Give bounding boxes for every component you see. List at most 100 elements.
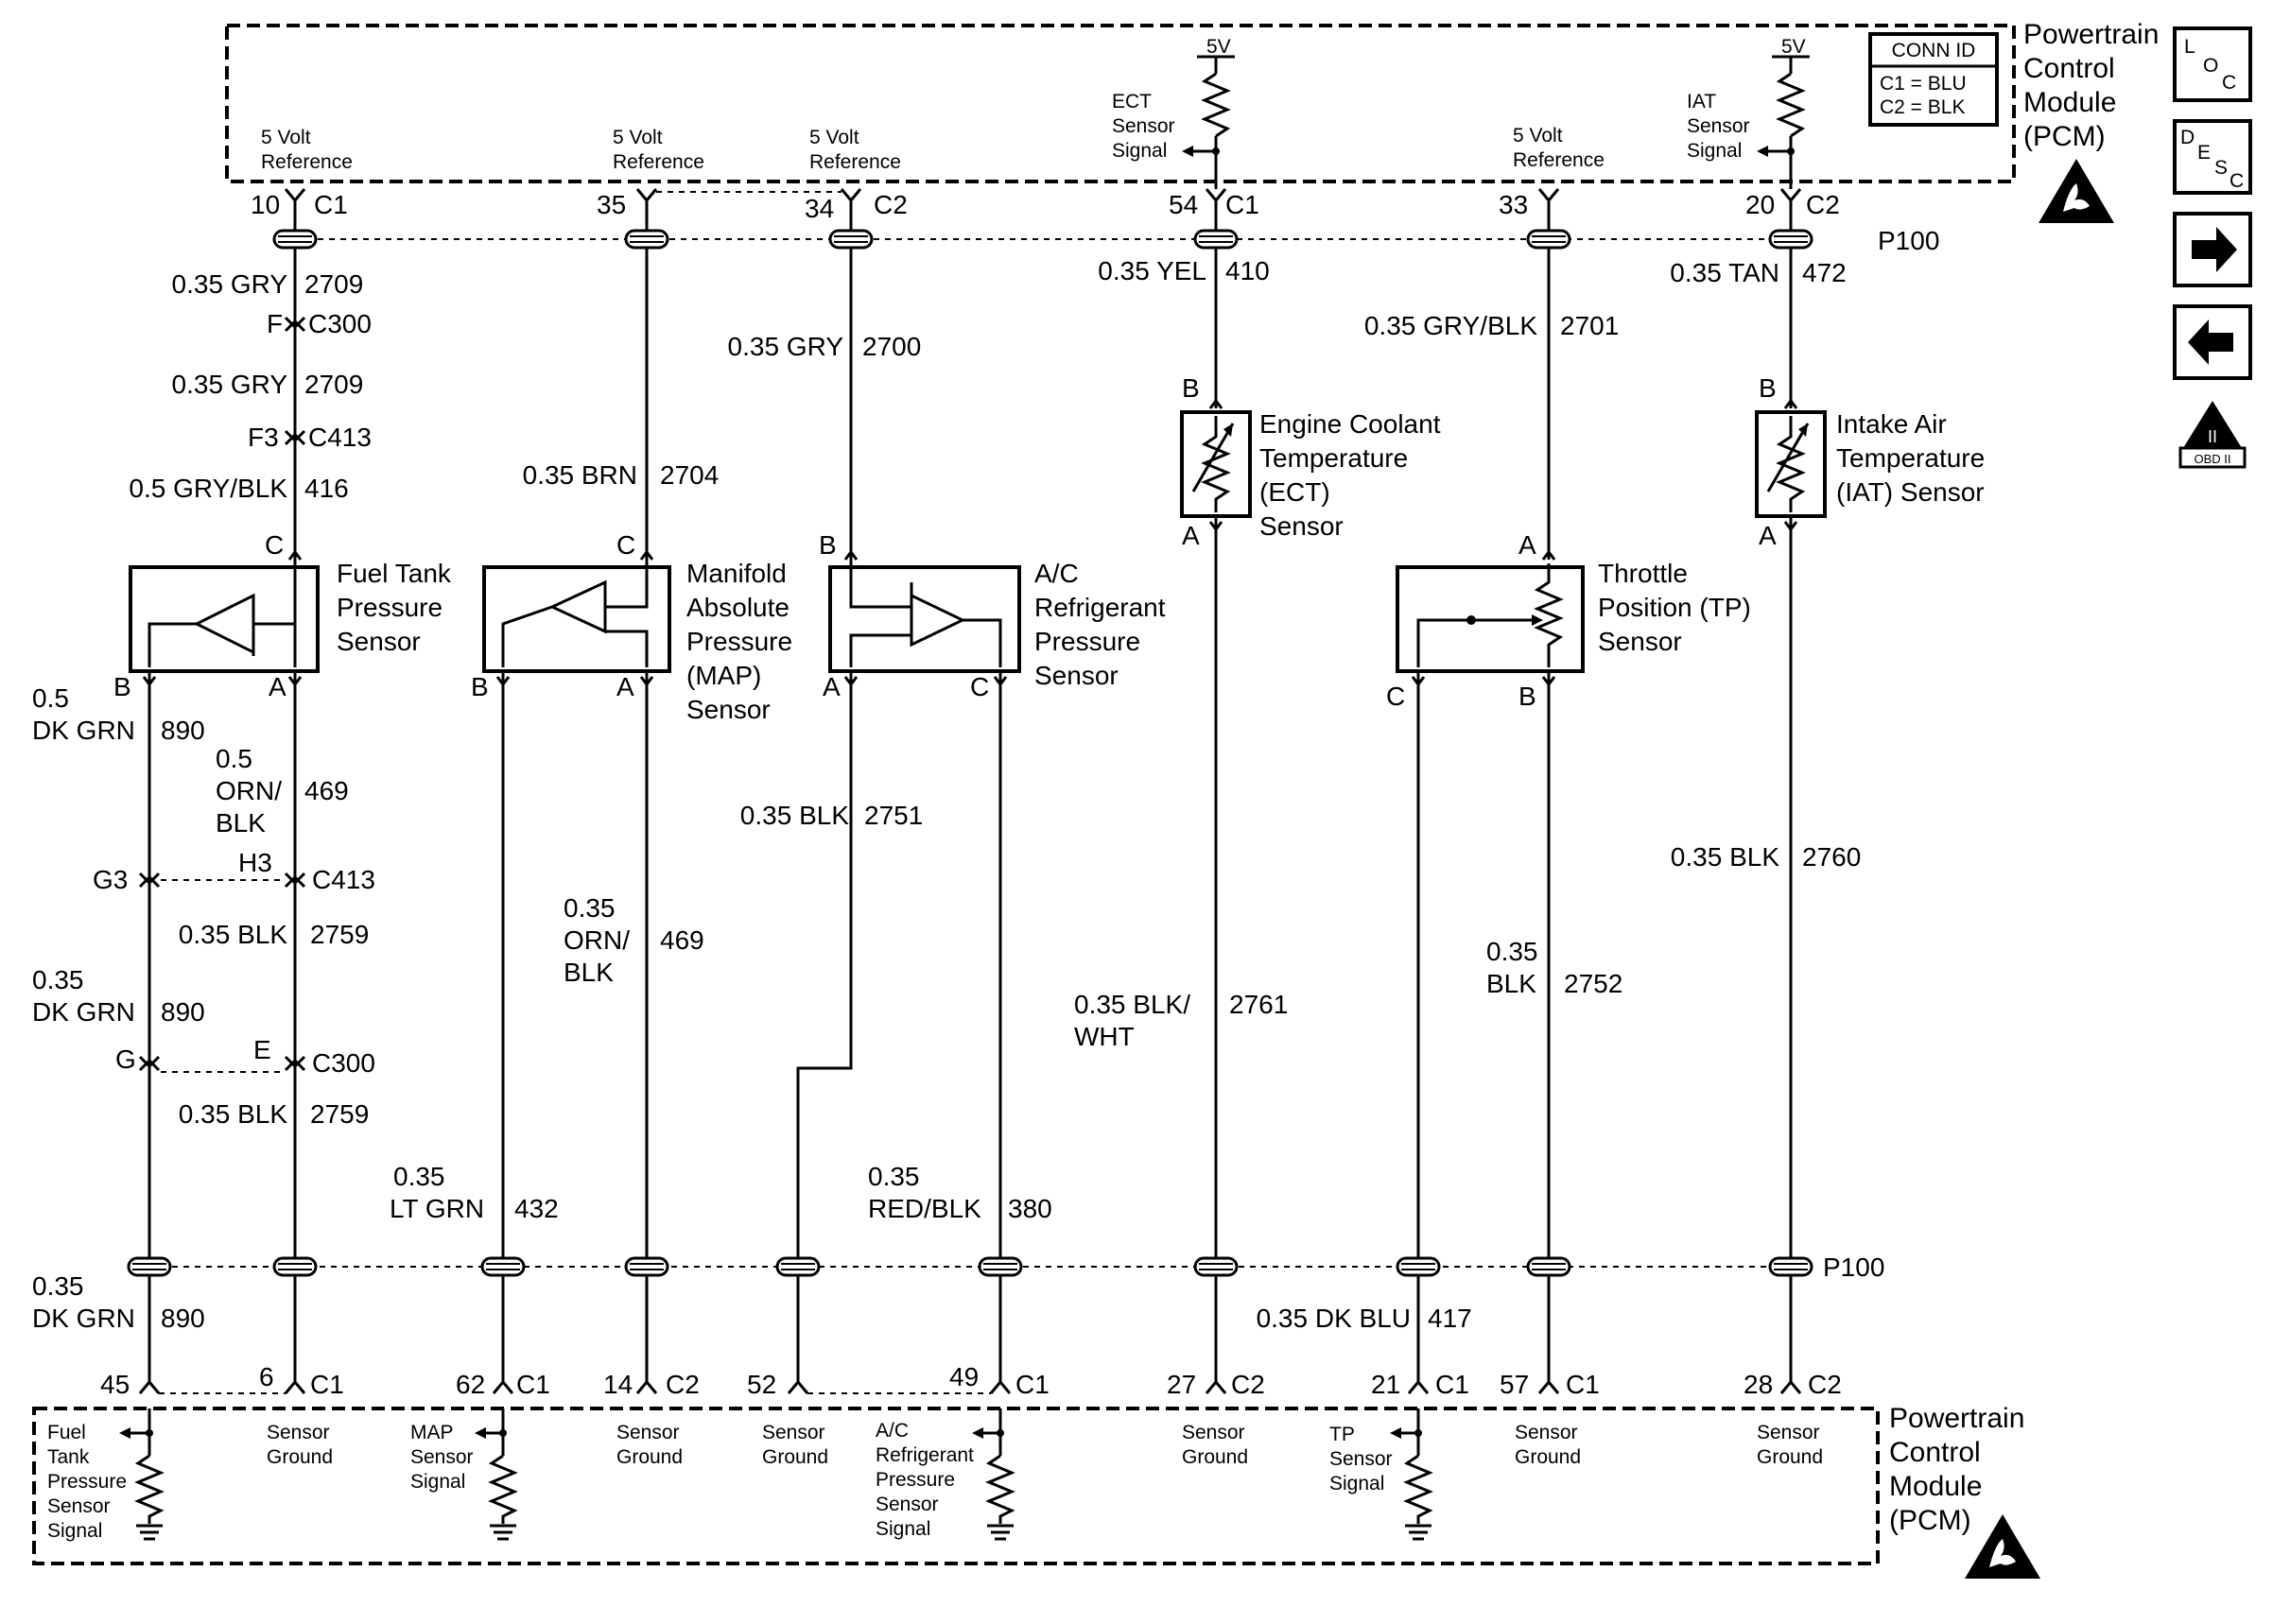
w380-circuit: 380 — [1008, 1194, 1052, 1223]
w432-circuit: 432 — [514, 1194, 559, 1223]
pcm-top-title-4: (PCM) — [2023, 121, 2106, 152]
w410-circuit: 410 — [1225, 256, 1270, 285]
bottom-pin-52: 52 — [747, 1370, 776, 1399]
w2761-circuit: 2761 — [1229, 990, 1288, 1019]
w890a-color: DK GRN — [32, 716, 135, 745]
w890a-size: 0.5 — [32, 683, 69, 713]
map-sensor: C B A Manifold Absolute Pressure (MAP) S… — [471, 530, 792, 724]
top-pin-20: 20 — [1745, 190, 1775, 219]
tp-signal-pulldown — [1390, 1408, 1433, 1541]
pcm-bottom-title-2: Control — [1889, 1437, 1981, 1468]
ect-pullup: 5V ECT Sensor Signal — [1112, 36, 1235, 189]
ref-label-34b: Reference — [809, 151, 901, 173]
fuel-output-connectors: G3 H3 C413 G E C300 — [93, 848, 375, 1078]
w2700-color: 0.35 GRY — [728, 332, 844, 361]
map-label-2: Absolute — [686, 593, 789, 622]
w2700-circuit: 2700 — [862, 332, 921, 361]
c413-f3-label: F3 — [248, 423, 279, 452]
esd-bottom-icon — [1965, 1514, 2040, 1579]
ect-5v: 5V — [1206, 36, 1231, 58]
c413-g3-label: G3 — [93, 865, 128, 894]
map-signal-pulldown — [475, 1408, 518, 1541]
ac-label-2: Refrigerant — [1034, 593, 1166, 622]
fuel-sig-5: Signal — [47, 1520, 102, 1542]
desc-icon-e: E — [2197, 142, 2211, 164]
gnd-14-2: Ground — [616, 1446, 683, 1468]
w469a-circuit: 469 — [304, 776, 349, 805]
obd-ii-icon[interactable]: II OBD II — [2178, 401, 2247, 469]
iat-pin-a: A — [1759, 521, 1777, 550]
prev-arrow-icon[interactable] — [2173, 304, 2252, 380]
ac-signal-pulldown — [972, 1408, 1015, 1541]
ect-signal-1: ECT — [1112, 91, 1152, 112]
w2751-color: 0.35 BLK — [740, 801, 850, 830]
w2701-circuit: 2701 — [1560, 311, 1619, 340]
throttle-position-sensor: A C B Throttle Position (TP) Sensor — [1386, 530, 1751, 711]
w890c-circuit: 890 — [161, 1304, 205, 1333]
w2759b-circuit: 2759 — [310, 1099, 369, 1129]
w469b-size: 0.35 — [564, 893, 616, 923]
bottom-pin-45: 45 — [100, 1370, 130, 1399]
ect-label-2: Temperature — [1259, 443, 1408, 473]
loc-icon[interactable]: L O C — [2173, 26, 2252, 102]
wire-labels: 0.35 GRY 2709 0.35 GRY 2709 0.5 GRY/BLK … — [32, 256, 1861, 1333]
tp-sig-1: TP — [1329, 1424, 1355, 1445]
fuel-sig-4: Sensor — [47, 1495, 111, 1517]
conn-id-box: CONN ID C1 = BLU C2 = BLK — [1868, 32, 1999, 127]
map-label-1: Manifold — [686, 559, 787, 588]
pcm-bottom-title-3: Module — [1889, 1471, 1982, 1502]
w2752-circuit: 2752 — [1564, 969, 1622, 998]
fuel-tank-label-2: Pressure — [337, 593, 442, 622]
bottom-pulldowns — [119, 1408, 1433, 1541]
pcm-top-box — [225, 24, 2016, 183]
w2761-color: 0.35 BLK/ — [1074, 990, 1190, 1019]
c300-f-label: F — [267, 309, 283, 338]
w2760-circuit: 2760 — [1802, 842, 1861, 872]
c300-label-bottom: C300 — [312, 1048, 375, 1078]
fuel-sig-3: Pressure — [47, 1471, 127, 1493]
ref-label-33: 5 Volt — [1513, 125, 1563, 147]
bottom-pin-49: 49 — [949, 1362, 979, 1391]
w2759a-circuit: 2759 — [310, 920, 369, 949]
fuel-pin-c: C — [265, 530, 284, 560]
bottom-pins: 45 6 C1 62 C1 14 C2 52 49 C1 27 C2 21 C1… — [100, 1362, 1842, 1399]
w2759b-color: 0.35 BLK — [179, 1099, 288, 1129]
pcm-bottom-box — [32, 1407, 1880, 1565]
map-sig-2: Sensor — [410, 1446, 474, 1468]
bottom-pin-57-conn: C1 — [1566, 1370, 1600, 1399]
ect-label-1: Engine Coolant — [1259, 409, 1441, 439]
w469a-size: 0.5 — [216, 744, 252, 773]
top-pin-34-conn: C2 — [874, 190, 908, 219]
w469b-color: ORN/ — [564, 925, 630, 955]
conn-id-header: CONN ID — [1892, 40, 1976, 61]
tp-label-3: Sensor — [1598, 627, 1682, 656]
top-pin-54: 54 — [1169, 190, 1198, 219]
next-arrow-icon[interactable] — [2173, 212, 2252, 287]
desc-icon[interactable]: D E S C — [2173, 119, 2252, 195]
tp-sig-2: Sensor — [1329, 1448, 1393, 1470]
w469a-color: ORN/ — [216, 776, 282, 805]
ect-pin-b: B — [1182, 373, 1200, 403]
desc-icon-c: C — [2230, 170, 2244, 192]
w2759a-color: 0.35 BLK — [179, 920, 288, 949]
w890c-size: 0.35 — [32, 1271, 84, 1301]
gnd-14-1: Sensor — [616, 1422, 680, 1443]
c413-label-top: C413 — [308, 423, 372, 452]
gnd-52-1: Sensor — [762, 1422, 825, 1443]
conn-id-c2: C2 = BLK — [1880, 96, 1965, 118]
w2760-color: 0.35 BLK — [1671, 842, 1780, 872]
bottom-pin-49-conn: C1 — [1015, 1370, 1050, 1399]
ac-pin-c: C — [970, 672, 989, 701]
w2761-color2: WHT — [1074, 1022, 1135, 1051]
w890b-size: 0.35 — [32, 965, 84, 994]
bottom-pin-6-conn: C1 — [310, 1370, 344, 1399]
tp-pin-c: C — [1386, 682, 1405, 711]
gnd-57-2: Ground — [1515, 1446, 1581, 1468]
c300-g-label: G — [115, 1045, 136, 1074]
tp-label-1: Throttle — [1598, 559, 1688, 588]
bottom-pin-14-conn: C2 — [666, 1370, 700, 1399]
w469a-color2: BLK — [216, 808, 266, 838]
bottom-pin-28: 28 — [1744, 1370, 1773, 1399]
fuel-tank-pressure-sensor: C B A Fuel Tank Pressure Sensor — [113, 530, 452, 701]
